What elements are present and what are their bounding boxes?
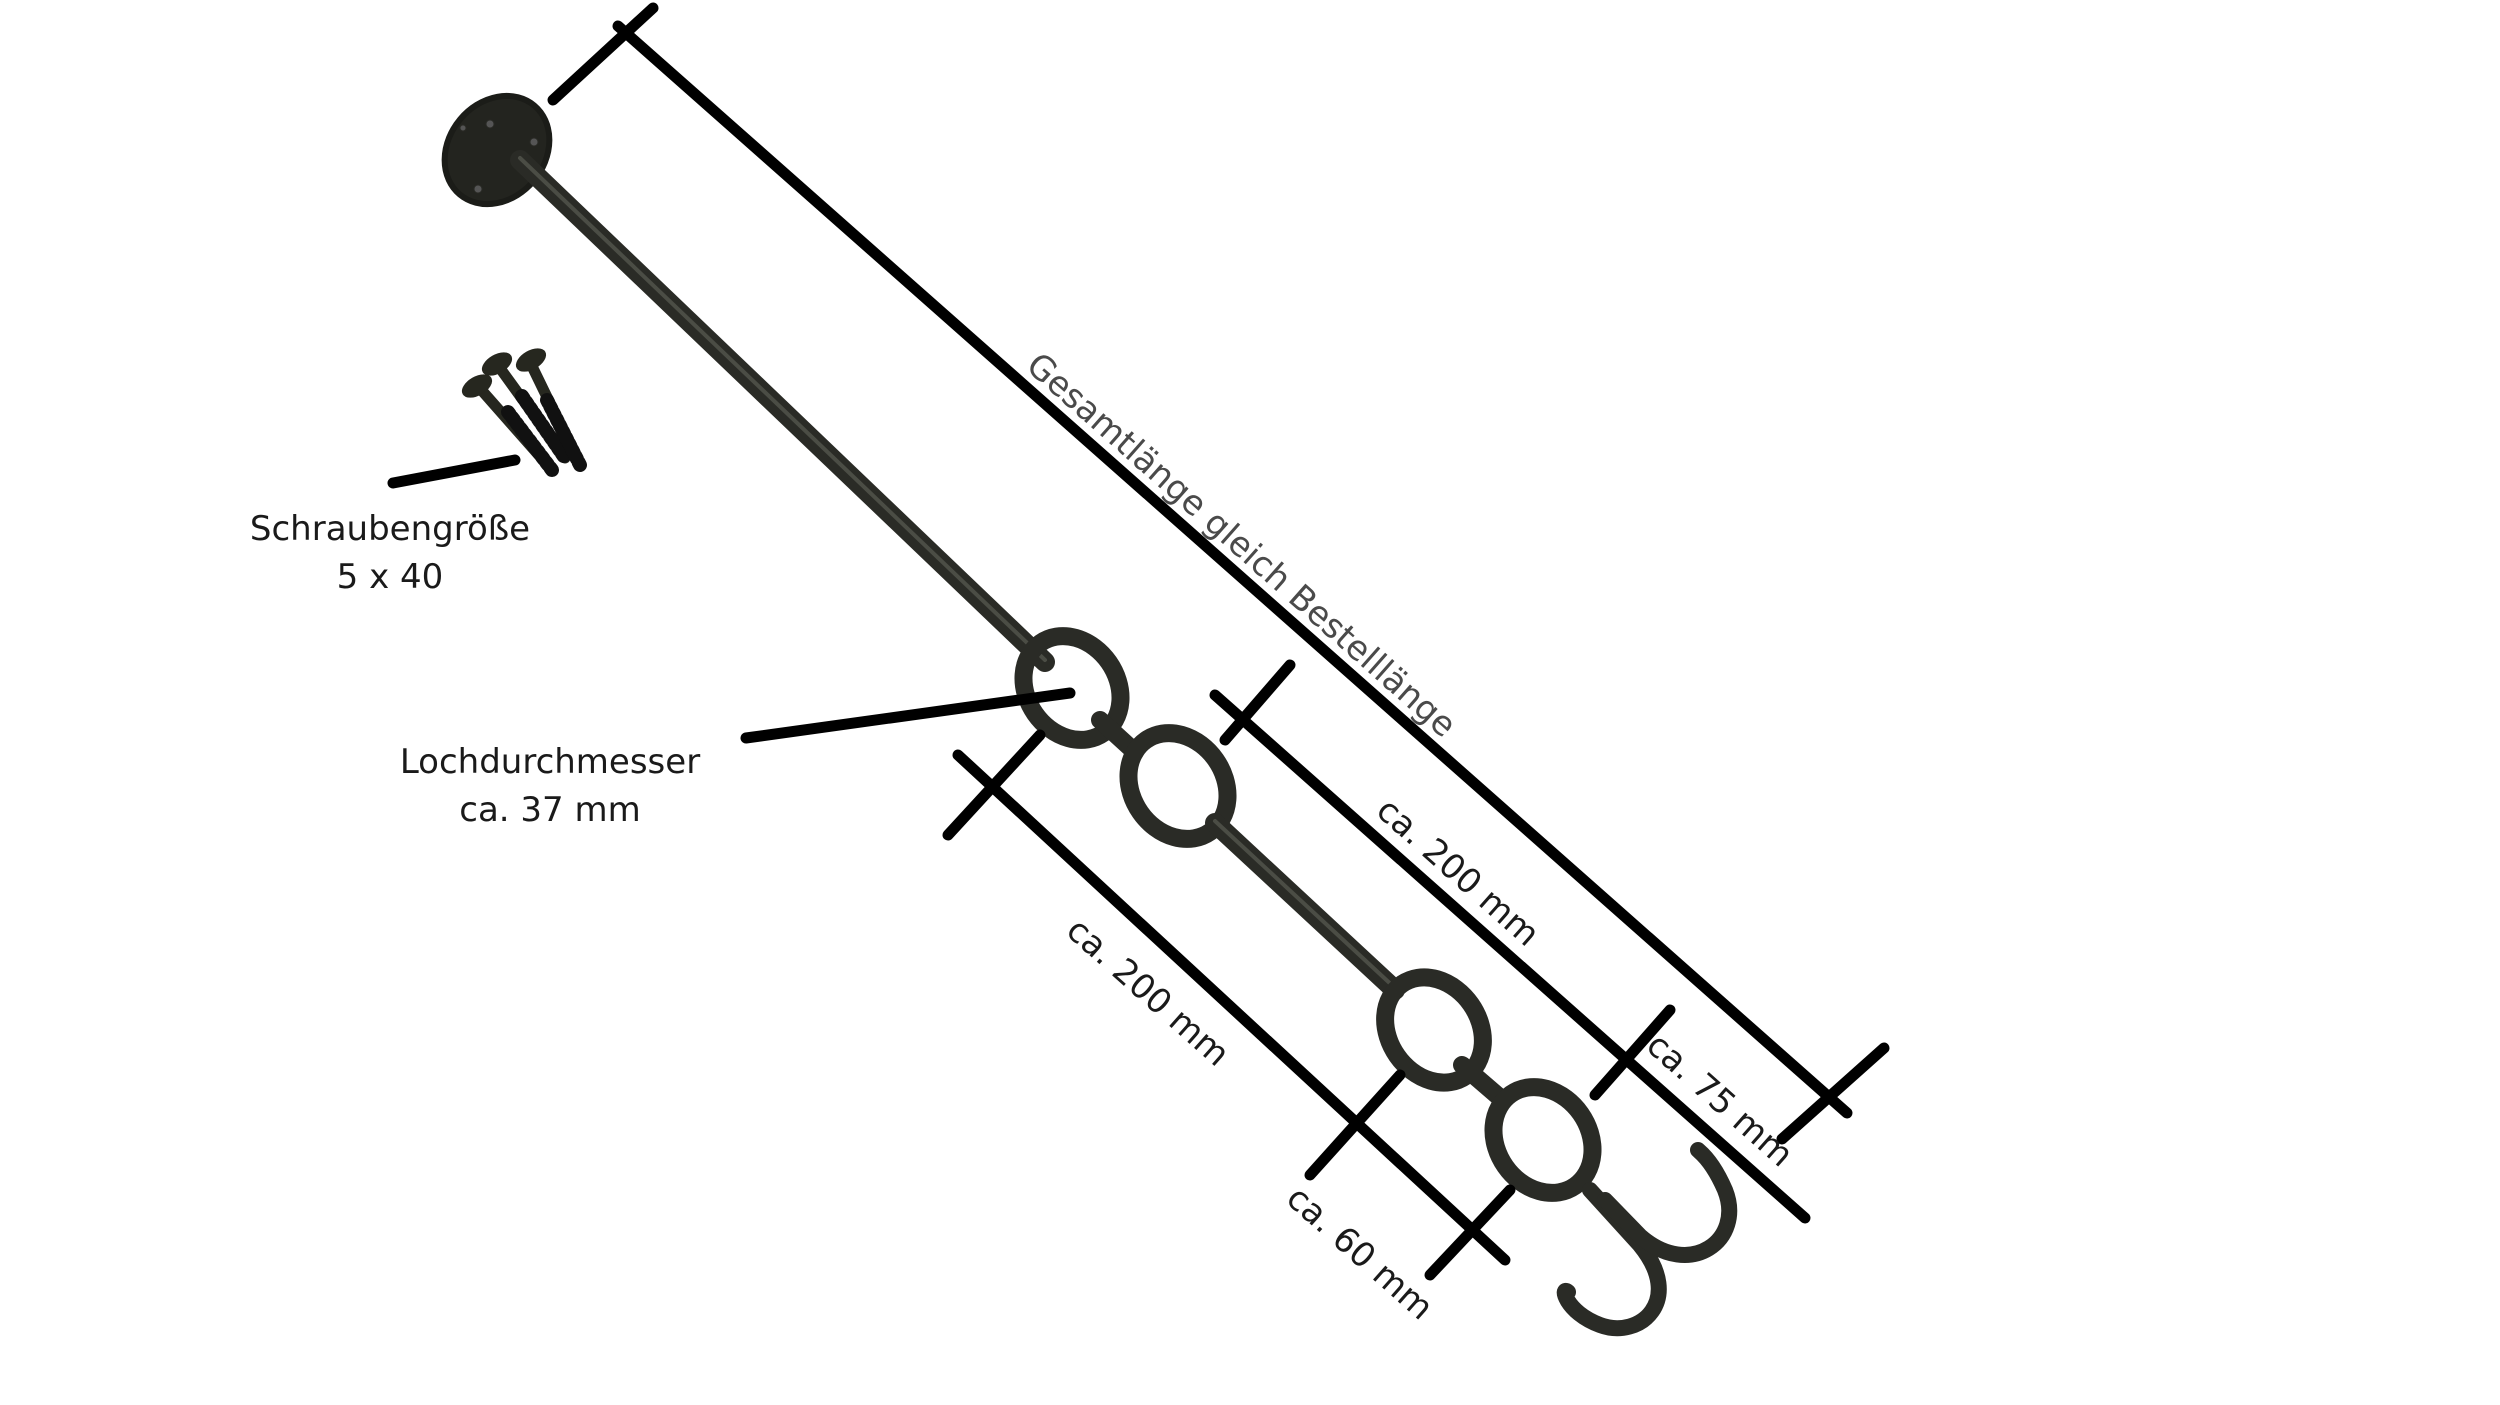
screws: [461, 348, 587, 477]
hook-left: [1556, 1182, 1667, 1337]
upper-spacing-tick-top: [1219, 659, 1296, 746]
screw-size-title: Schraubengröße: [249, 509, 531, 549]
screw-leader: [387, 454, 521, 489]
hook-spacing-tick-end: [1424, 1184, 1516, 1281]
upper-spacing-line: [1209, 689, 1811, 1224]
lower-spacing-tick-top: [942, 729, 1046, 841]
hook-offset-tick: [1589, 1004, 1676, 1101]
screw-size-label: Schraubengröße 5 x 40: [240, 505, 540, 601]
hook-spacing-tick-mid: [1304, 1069, 1406, 1181]
hook-right: [1597, 1142, 1738, 1263]
total-length-line: [612, 20, 1853, 1119]
total-length-tick-bottom: [1776, 1042, 1890, 1145]
screw-size-value: 5 x 40: [336, 557, 444, 597]
eyelet-4: [1484, 1078, 1602, 1202]
total-length-tick-top: [547, 2, 659, 106]
hole-leader: [740, 687, 1076, 744]
hole-diameter-value: ca. 37 mm: [459, 790, 641, 830]
hole-diameter-label: Lochdurchmesser ca. 37 mm: [385, 738, 715, 834]
dimension-lines: [387, 2, 1890, 1281]
hole-diameter-title: Lochdurchmesser: [399, 742, 701, 782]
lower-spacing-line: [952, 749, 1511, 1266]
wall-rod-product: [441, 92, 1738, 1337]
